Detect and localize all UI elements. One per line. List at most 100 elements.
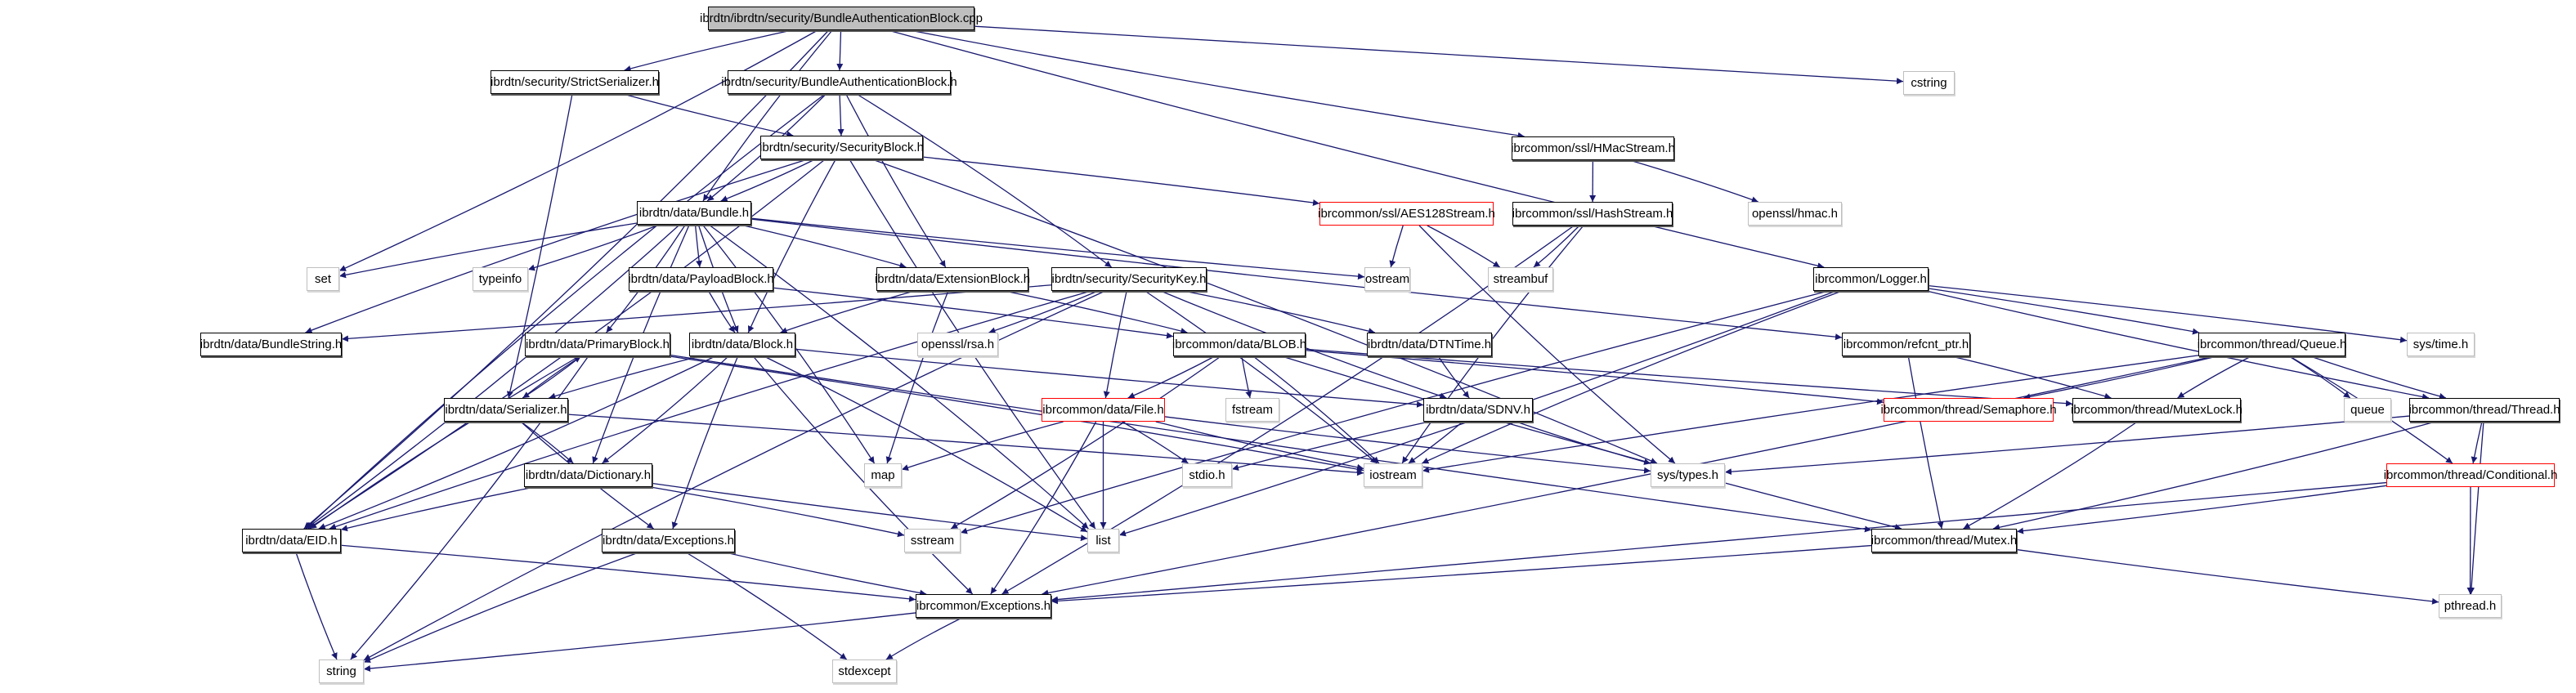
node-string: string bbox=[319, 659, 364, 683]
node-label: ibrdtn/security/SecurityKey.h bbox=[1052, 272, 1207, 286]
edge-conditional-to-mutex bbox=[2017, 485, 2386, 531]
node-aes[interactable]: ibrcommon/ssl/AES128Stream.h bbox=[1319, 202, 1494, 226]
node-mutex[interactable]: ibrcommon/thread/Mutex.h bbox=[1871, 529, 2017, 552]
node-label: ibrcommon/Exceptions.h bbox=[916, 599, 1051, 613]
node-label: ibrcommon/ssl/HMacStream.h bbox=[1511, 141, 1675, 155]
node-label: ibrcommon/Logger.h bbox=[1815, 272, 1927, 286]
node-secblock[interactable]: ibrdtn/security/SecurityBlock.h bbox=[760, 136, 923, 159]
edge-hashstream-to-streambuf bbox=[1534, 226, 1579, 267]
node-commonexc[interactable]: ibrcommon/Exceptions.h bbox=[916, 594, 1051, 618]
node-label: ibrcommon/ssl/AES128Stream.h bbox=[1318, 207, 1495, 221]
node-label: typeinfo bbox=[479, 272, 522, 286]
node-block[interactable]: ibrdtn/data/Block.h bbox=[689, 333, 795, 356]
edge-eid-to-string bbox=[296, 552, 337, 659]
node-label: ibrdtn/data/BundleString.h bbox=[200, 338, 342, 351]
edge-conditional-to-commonexc bbox=[1051, 483, 2386, 601]
edge-refcnt-to-mutex bbox=[1908, 356, 1942, 529]
edge-eid-to-commonexc bbox=[341, 545, 916, 599]
edge-seckey-to-file bbox=[1105, 291, 1127, 398]
node-bundle[interactable]: ibrdtn/data/Bundle.h bbox=[637, 201, 751, 225]
edge-secblock-to-aes bbox=[923, 157, 1319, 203]
node-conditional[interactable]: ibrcommon/thread/Conditional.h bbox=[2386, 463, 2555, 487]
node-label: openssl/rsa.h bbox=[921, 338, 994, 351]
node-serializer[interactable]: ibrdtn/data/Serializer.h bbox=[444, 398, 568, 422]
node-queue_h[interactable]: ibrcommon/thread/Queue.h bbox=[2198, 333, 2345, 356]
node-bundlestring[interactable]: ibrdtn/data/BundleString.h bbox=[200, 333, 342, 356]
edge-root-to-bab bbox=[840, 30, 841, 70]
node-file[interactable]: ibrcommon/data/File.h bbox=[1042, 398, 1165, 422]
node-label: ibrdtn/data/Exceptions.h bbox=[603, 534, 734, 548]
node-label: ibrdtn/data/PayloadBlock.h bbox=[628, 272, 773, 286]
edge-root-to-bundle bbox=[703, 30, 832, 201]
node-dictionary[interactable]: ibrdtn/data/Dictionary.h bbox=[524, 463, 652, 487]
node-systypes: sys/types.h bbox=[1651, 463, 1725, 487]
node-label: ibrdtn/ibrdtn/security/BundleAuthenticat… bbox=[700, 11, 983, 25]
edge-block-to-dictionary bbox=[603, 356, 728, 463]
edge-sdnv-to-systypes bbox=[1516, 422, 1651, 463]
node-list: list bbox=[1087, 529, 1119, 552]
node-primary[interactable]: ibrdtn/data/PrimaryBlock.h bbox=[525, 333, 670, 356]
node-label: ibrdtn/data/PrimaryBlock.h bbox=[526, 338, 670, 351]
edge-mutex-to-pthread bbox=[2017, 550, 2439, 602]
node-logger[interactable]: ibrcommon/Logger.h bbox=[1813, 267, 1929, 291]
node-set: set bbox=[307, 267, 339, 291]
edge-mutex-to-commonexc bbox=[1051, 546, 1871, 601]
node-refcnt[interactable]: ibrcommon/refcnt_ptr.h bbox=[1842, 333, 1970, 356]
node-cstring: cstring bbox=[1903, 71, 1955, 95]
edge-bab-to-secblock bbox=[840, 94, 841, 136]
node-blob[interactable]: ibrcommon/data/BLOB.h bbox=[1173, 333, 1306, 356]
node-label: ibrcommon/ssl/HashStream.h bbox=[1512, 207, 1673, 221]
edge-strictser-to-secblock bbox=[623, 94, 793, 136]
node-mutexlock[interactable]: ibrcommon/thread/MutexLock.h bbox=[2072, 398, 2241, 422]
edge-blob-to-fstream bbox=[1242, 356, 1250, 398]
node-label: ibrcommon/refcnt_ptr.h bbox=[1844, 338, 1969, 351]
node-stdio: stdio.h bbox=[1182, 463, 1232, 487]
node-label: ibrcommon/thread/Mutex.h bbox=[1871, 534, 2017, 548]
node-semaphore[interactable]: ibrcommon/thread/Semaphore.h bbox=[1884, 398, 2054, 422]
node-sdnv[interactable]: ibrdtn/data/SDNV.h bbox=[1423, 398, 1533, 422]
edge-file-to-map bbox=[902, 422, 1064, 470]
node-dtntime[interactable]: ibrdtn/data/DTNTime.h bbox=[1367, 333, 1492, 356]
node-hmac[interactable]: ibrcommon/ssl/HMacStream.h bbox=[1512, 136, 1674, 160]
node-label: ibrdtn/security/SecurityBlock.h bbox=[759, 141, 924, 154]
edge-logger-to-thread bbox=[1927, 291, 2429, 398]
edge-seckey-to-rsa bbox=[988, 291, 1098, 333]
node-thread[interactable]: ibrcommon/thread/Thread.h bbox=[2409, 398, 2560, 422]
edge-thread-to-pthread bbox=[2471, 422, 2484, 594]
edge-commonexc-to-stdexcept bbox=[886, 618, 962, 659]
edge-bundle-to-typeinfo bbox=[528, 225, 660, 270]
node-label: map bbox=[871, 468, 894, 482]
node-strictser[interactable]: ibrdtn/security/StrictSerializer.h bbox=[491, 70, 659, 94]
node-label: ostream bbox=[1365, 272, 1409, 286]
node-sstream: sstream bbox=[904, 529, 961, 552]
node-label: ibrdtn/data/Block.h bbox=[692, 338, 793, 351]
node-label: set bbox=[315, 272, 331, 286]
node-hashstream[interactable]: ibrcommon/ssl/HashStream.h bbox=[1512, 202, 1673, 226]
node-dataexc[interactable]: ibrdtn/data/Exceptions.h bbox=[602, 529, 735, 552]
edge-primary-to-eid bbox=[310, 356, 579, 529]
node-root[interactable]: ibrdtn/ibrdtn/security/BundleAuthenticat… bbox=[708, 7, 974, 30]
node-rsa: openssl/rsa.h bbox=[917, 333, 998, 356]
edge-serializer-to-dictionary bbox=[521, 422, 573, 463]
node-label: openssl/hmac.h bbox=[1752, 207, 1838, 221]
edge-dataexc-to-string bbox=[364, 552, 638, 663]
edge-root-to-set bbox=[339, 30, 818, 270]
edge-aes-to-ostream bbox=[1391, 226, 1403, 267]
node-label: list bbox=[1095, 534, 1110, 548]
edge-block-to-dataexc bbox=[673, 356, 738, 529]
node-extblock[interactable]: ibrdtn/data/ExtensionBlock.h bbox=[876, 267, 1028, 291]
node-label: ibrdtn/data/Bundle.h bbox=[639, 206, 749, 220]
node-eid[interactable]: ibrdtn/data/EID.h bbox=[242, 529, 341, 552]
node-label: sys/time.h bbox=[2413, 338, 2469, 351]
edge-queue_h-to-thread bbox=[2310, 356, 2446, 398]
edge-hmac-to-opensslhmac bbox=[1629, 160, 1758, 202]
node-payload[interactable]: ibrdtn/data/PayloadBlock.h bbox=[629, 267, 773, 291]
node-label: ibrdtn/security/StrictSerializer.h bbox=[491, 75, 659, 89]
node-seckey[interactable]: ibrdtn/security/SecurityKey.h bbox=[1051, 267, 1207, 291]
node-opensslhmac: openssl/hmac.h bbox=[1748, 202, 1842, 226]
node-bab[interactable]: ibrdtn/security/BundleAuthenticationBloc… bbox=[728, 70, 951, 94]
node-pthread: pthread.h bbox=[2439, 594, 2502, 618]
node-label: ibrdtn/security/BundleAuthenticationBloc… bbox=[721, 75, 957, 89]
edge-blob-to-semaphore bbox=[1306, 351, 1884, 402]
edge-thread-to-systypes bbox=[1725, 416, 2409, 472]
